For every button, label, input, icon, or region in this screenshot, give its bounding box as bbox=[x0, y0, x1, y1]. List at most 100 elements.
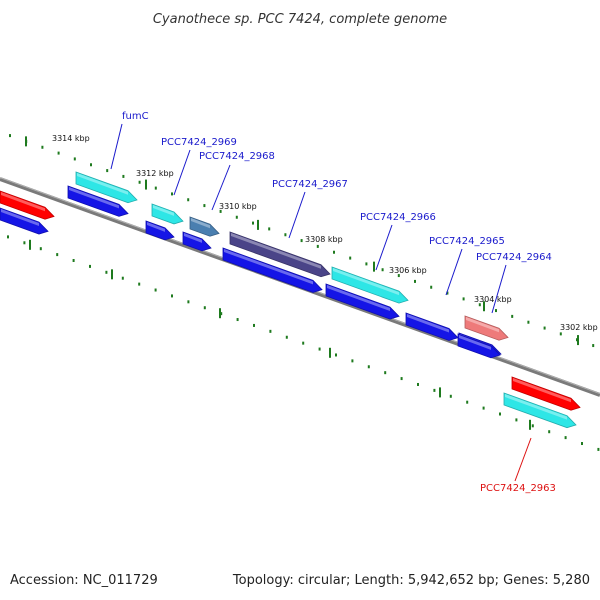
outer-ring-dot bbox=[302, 341, 305, 345]
outer-ring-dot bbox=[171, 294, 173, 298]
gene-label[interactable]: PCC7424_2968 bbox=[199, 151, 275, 162]
gene-highlight bbox=[327, 285, 390, 312]
gene-label[interactable]: PCC7424_2966 bbox=[360, 212, 436, 223]
outer-ring-dot bbox=[121, 276, 124, 280]
inner-ring-dot bbox=[511, 314, 514, 318]
outer-ring-dot bbox=[335, 353, 337, 357]
gene-pcc7424-2969[interactable] bbox=[151, 203, 184, 225]
inner-ring-dot bbox=[527, 320, 530, 324]
gene-pcc7424-2968[interactable] bbox=[189, 216, 220, 237]
callout-line bbox=[173, 149, 191, 196]
inner-ring-dot bbox=[300, 239, 303, 243]
gene-highlight bbox=[333, 268, 399, 296]
outer-ring-dot bbox=[105, 270, 108, 274]
gene-label[interactable]: fumC bbox=[122, 111, 149, 122]
gene-feature[interactable] bbox=[145, 220, 175, 241]
inner-ring-dot bbox=[349, 256, 352, 260]
outer-ring-dot bbox=[72, 258, 75, 262]
gene-fumc[interactable] bbox=[75, 171, 138, 204]
outer-ring-dot bbox=[367, 365, 370, 369]
outer-ring-dot bbox=[56, 253, 59, 257]
gene-feature[interactable] bbox=[0, 190, 55, 220]
gene-pcc7424-2964[interactable] bbox=[464, 315, 509, 341]
outer-ring-dot bbox=[515, 418, 518, 422]
tick-label: 3308 kbp bbox=[305, 235, 343, 244]
gene-label[interactable]: PCC7424_2965 bbox=[429, 236, 505, 247]
tick-label: 3314 kbp bbox=[52, 134, 90, 143]
inner-ring-dot bbox=[90, 163, 92, 167]
outer-ring-dot bbox=[466, 400, 469, 404]
gene-highlight bbox=[231, 233, 321, 269]
outer-ring-dot bbox=[187, 300, 190, 304]
inner-ring-dot bbox=[41, 145, 44, 149]
gene-highlight bbox=[191, 218, 210, 229]
gene-feature[interactable] bbox=[0, 207, 49, 235]
outer-ring-dot bbox=[89, 264, 91, 268]
gene-highlight bbox=[513, 378, 571, 403]
outer-ring-dot bbox=[23, 241, 26, 245]
gene-pcc7424-2966[interactable] bbox=[331, 266, 409, 304]
inner-ring-dot bbox=[9, 134, 11, 138]
inner-ring-dot bbox=[316, 244, 319, 248]
outer-ring-dot bbox=[449, 394, 452, 398]
gene-highlight bbox=[466, 317, 499, 333]
gene-highlight bbox=[184, 233, 202, 243]
inner-ring-dot bbox=[235, 215, 238, 219]
tick-label: 3306 kbp bbox=[389, 266, 427, 275]
callout-line bbox=[110, 123, 123, 170]
gene-label[interactable]: PCC7424_2967 bbox=[272, 179, 348, 190]
callout-line bbox=[375, 224, 393, 271]
inner-ring-dot bbox=[284, 233, 287, 237]
outer-ring-dot bbox=[203, 306, 206, 310]
inner-ring-dot bbox=[543, 326, 546, 330]
gene-highlight bbox=[505, 394, 567, 420]
gene-callouts: fumC PCC7424_2969PCC7424_2968PCC7424_2967… bbox=[110, 111, 556, 494]
gene-pcc7424-2967[interactable] bbox=[229, 231, 331, 278]
inner-ring-dot bbox=[268, 227, 271, 231]
gene-feature[interactable] bbox=[325, 283, 400, 320]
outer-ring-dot bbox=[482, 406, 485, 410]
inner-ring-dot bbox=[106, 169, 109, 173]
outer-ring-dot bbox=[318, 347, 321, 351]
gene-pcc7424-2963[interactable] bbox=[503, 392, 577, 429]
gene-label[interactable]: PCC7424_2969 bbox=[161, 137, 237, 148]
gene-highlight bbox=[147, 222, 165, 232]
gene-label[interactable]: PCC7424_2964 bbox=[476, 252, 552, 263]
gene-feature[interactable] bbox=[222, 247, 323, 293]
tick-labels: 3314 kbp 3312 kbp 3310 kbp 3308 kbp 3306 kbp… bbox=[52, 134, 598, 332]
genome-summary: Topology: circular; Length: 5,942,652 bp… bbox=[232, 573, 590, 588]
outer-ring-dot bbox=[253, 323, 255, 327]
gene-feature[interactable] bbox=[457, 333, 501, 359]
outer-tick-ring bbox=[7, 235, 600, 451]
outer-ring-dot bbox=[384, 371, 387, 375]
callout-line bbox=[514, 437, 532, 482]
gene-highlight bbox=[1, 209, 39, 227]
outer-ring-dot bbox=[417, 382, 419, 386]
inner-ring-dot bbox=[219, 209, 222, 213]
tick-label: 3310 kbp bbox=[219, 202, 257, 211]
inner-ring-dot bbox=[122, 174, 125, 178]
outer-ring-dot bbox=[154, 288, 157, 292]
outer-ring-dot bbox=[581, 442, 583, 446]
callout-line bbox=[288, 191, 306, 239]
outer-ring-dot bbox=[138, 282, 141, 286]
inner-ring-dot bbox=[365, 262, 368, 266]
callout-line bbox=[211, 164, 231, 211]
gene-highlight bbox=[459, 335, 491, 350]
outer-ring-dot bbox=[400, 377, 403, 381]
gene-feature[interactable] bbox=[511, 376, 581, 411]
gene-feature[interactable] bbox=[67, 185, 129, 217]
inner-ring-dot bbox=[381, 268, 384, 272]
outer-ring-dot bbox=[433, 388, 436, 392]
inner-ring-dot bbox=[478, 303, 481, 307]
outer-ring-dot bbox=[564, 436, 567, 440]
tick-label: 3312 kbp bbox=[136, 169, 174, 178]
inner-ring-dot bbox=[495, 309, 497, 313]
gene-label[interactable]: PCC7424_2963 bbox=[480, 483, 556, 494]
inner-ring-dot bbox=[138, 180, 141, 184]
gene-highlight bbox=[224, 249, 313, 285]
outer-ring-dot bbox=[269, 329, 272, 333]
gene-feature[interactable] bbox=[182, 231, 212, 252]
gene-feature[interactable] bbox=[405, 312, 459, 341]
